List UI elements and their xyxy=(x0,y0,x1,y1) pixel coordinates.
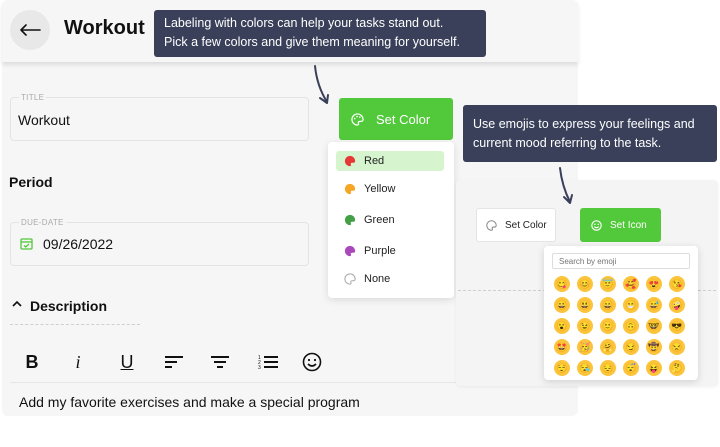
calendar-icon xyxy=(20,238,33,250)
align-left-icon xyxy=(165,356,183,368)
due-date-label: DUE-DATE xyxy=(19,218,66,227)
bold-button[interactable]: B xyxy=(25,351,39,372)
emoji-option[interactable]: 😒 xyxy=(669,339,685,355)
emoji-option[interactable]: 😀 xyxy=(554,297,570,313)
emoji-option[interactable]: 🤗 xyxy=(600,339,616,355)
toolbar-divider xyxy=(10,382,576,383)
page-title: Workout xyxy=(64,17,145,39)
emoji-option[interactable]: 😊 xyxy=(577,276,593,292)
color-tooltip: Labeling with colors can help your tasks… xyxy=(154,10,486,57)
palette-icon xyxy=(344,183,356,195)
color-option-label: Red xyxy=(364,155,385,167)
due-date-field[interactable]: DUE-DATE 09/26/2022 xyxy=(10,218,309,266)
curved-arrow-icon xyxy=(559,167,573,204)
emoji-option[interactable]: 😴 xyxy=(623,360,639,376)
palette-icon xyxy=(344,214,356,226)
title-field-label: TITLE xyxy=(19,93,47,102)
emoji-option[interactable]: 🤠 xyxy=(646,339,662,355)
description-text[interactable]: Add my favorite exercises and make a spe… xyxy=(19,394,360,410)
italic-button[interactable]: i xyxy=(75,351,81,372)
emoji-option[interactable]: 😔 xyxy=(600,360,616,376)
set-color-small-button[interactable]: Set Color xyxy=(476,208,556,242)
smiley-icon xyxy=(591,219,602,231)
emoji-option[interactable]: 😋 xyxy=(554,276,570,292)
underline-button[interactable]: U xyxy=(120,351,134,372)
emoji-tooltip-line2: current mood referring to the task. xyxy=(473,136,662,150)
palette-icon xyxy=(344,155,356,167)
emoji-option[interactable]: 😄 xyxy=(600,297,616,313)
emoji-option[interactable]: 🙂 xyxy=(600,318,616,334)
ordered-list-icon: 1 2 3 xyxy=(258,355,278,370)
color-option-none[interactable]: None xyxy=(336,269,444,289)
smiley-icon xyxy=(302,352,322,372)
emoji-button[interactable] xyxy=(300,350,324,374)
emoji-option[interactable]: 🤪 xyxy=(669,297,685,313)
svg-text:2: 2 xyxy=(258,360,261,366)
color-option-label: Yellow xyxy=(364,183,396,195)
emoji-option[interactable]: 🥰 xyxy=(623,276,639,292)
curved-arrow-icon xyxy=(314,65,329,104)
align-left-button[interactable] xyxy=(162,350,186,374)
emoji-option[interactable]: 😪 xyxy=(577,360,593,376)
emoji-option[interactable]: 😅 xyxy=(646,297,662,313)
color-option-label: None xyxy=(364,273,391,285)
emoji-option[interactable]: 😎 xyxy=(669,318,685,334)
color-tooltip-line2: Pick a few colors and give them meaning … xyxy=(164,35,460,49)
svg-text:3: 3 xyxy=(258,365,261,370)
color-option-label: Green xyxy=(364,214,395,226)
emoji-tooltip-line1: Use emojis to express your feelings and xyxy=(473,117,695,131)
title-field-value: Workout xyxy=(18,112,70,128)
set-icon-button[interactable]: Set Icon xyxy=(580,208,661,242)
emoji-search-input[interactable] xyxy=(552,253,690,269)
emoji-option[interactable]: 😉 xyxy=(577,318,593,334)
chevron-up-icon[interactable] xyxy=(12,300,22,308)
align-center-icon xyxy=(211,356,229,368)
period-heading: Period xyxy=(9,174,53,190)
palette-icon xyxy=(486,219,497,231)
ordered-list-button[interactable]: 1 2 3 xyxy=(256,350,280,374)
color-option-label: Purple xyxy=(364,245,396,257)
emoji-option[interactable]: 🤓 xyxy=(646,318,662,334)
svg-text:1: 1 xyxy=(258,355,261,361)
align-center-button[interactable] xyxy=(208,350,232,374)
divider xyxy=(10,324,140,325)
color-option-green[interactable]: Green xyxy=(336,210,444,230)
emoji-option[interactable]: 🙃 xyxy=(623,318,639,334)
emoji-option[interactable]: 😏 xyxy=(623,339,639,355)
set-color-button[interactable]: Set Color xyxy=(339,98,453,140)
emoji-tooltip: Use emojis to express your feelings and … xyxy=(463,105,717,162)
emoji-option[interactable]: 😇 xyxy=(600,276,616,292)
color-option-red[interactable]: Red xyxy=(336,151,444,171)
color-option-purple[interactable]: Purple xyxy=(336,241,444,261)
emoji-option[interactable]: 😁 xyxy=(623,297,639,313)
due-date-value: 09/26/2022 xyxy=(43,236,114,252)
set-color-label: Set Color xyxy=(376,111,431,127)
title-field[interactable]: TITLE Workout xyxy=(10,93,309,141)
emoji-option[interactable]: 😍 xyxy=(646,276,662,292)
color-menu: Red Yellow Green Purple None xyxy=(328,142,454,298)
emoji-picker: 😋 😊 😇 🥰 😍 😘 😀 😃 😄 😁 😅 🤪 😮 😉 🙂 🙃 🤓 😎 🤩 🥳 🤗 😏 🤠 😒 😌 😪 😔 😴 😝 🤔 xyxy=(544,246,698,380)
color-tooltip-line1: Labeling with colors can help your tasks… xyxy=(164,16,444,30)
editor-toolbar: B i U 1 2 3 xyxy=(10,342,576,382)
back-arrow-icon xyxy=(20,24,41,36)
color-option-yellow[interactable]: Yellow xyxy=(336,179,444,199)
emoji-option[interactable]: 😌 xyxy=(554,360,570,376)
emoji-option[interactable]: 🤔 xyxy=(669,360,685,376)
description-heading[interactable]: Description xyxy=(30,298,108,314)
emoji-option[interactable]: 🤩 xyxy=(554,339,570,355)
palette-icon xyxy=(351,112,364,126)
palette-icon xyxy=(344,273,356,285)
emoji-option[interactable]: 😘 xyxy=(669,276,685,292)
emoji-option[interactable]: 😃 xyxy=(577,297,593,313)
set-color-small-label: Set Color xyxy=(505,219,547,231)
set-icon-label: Set Icon xyxy=(610,219,647,231)
palette-icon xyxy=(344,245,356,257)
emoji-option[interactable]: 😮 xyxy=(554,318,570,334)
emoji-option[interactable]: 😝 xyxy=(646,360,662,376)
back-button[interactable] xyxy=(10,10,50,50)
emoji-option[interactable]: 🥳 xyxy=(577,339,593,355)
